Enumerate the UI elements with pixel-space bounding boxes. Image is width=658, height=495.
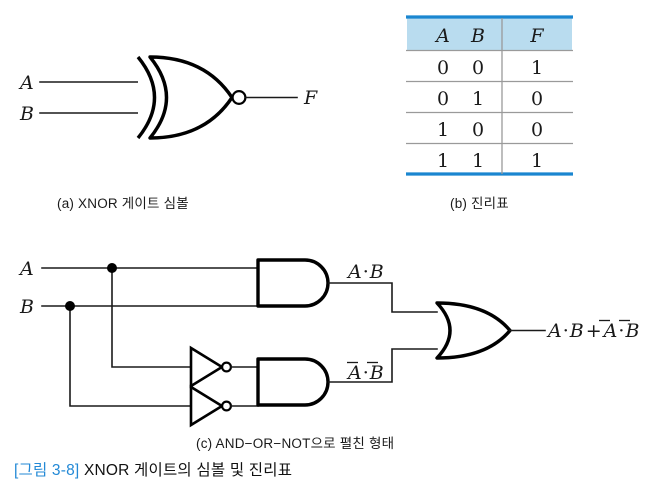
caption-panel-a: (a) XNOR 게이트 심볼 <box>57 196 189 211</box>
junction-dot-b <box>65 301 75 311</box>
table-header-a: A <box>434 25 450 47</box>
figure-caption: [그림 3-8] XNOR 게이트의 심볼 및 진리표 <box>14 458 292 480</box>
xnor-gate-xor-arc <box>136 55 157 140</box>
cell-a: 0 <box>437 88 449 110</box>
table-header-background <box>407 18 572 50</box>
table-header-b: B <box>470 25 485 47</box>
cell-b: 1 <box>472 150 484 172</box>
cell-b: 0 <box>472 57 484 79</box>
not-gate-b-body <box>189 384 225 428</box>
xnor-inversion-bubble-icon <box>231 89 247 105</box>
figure-number: [그림 3-8] <box>14 462 80 479</box>
wire-and-bottom-to-or <box>328 348 438 383</box>
label-input-a: A <box>18 72 34 94</box>
panel-c-expanded-circuit: A B A·B A·B <box>18 258 639 428</box>
label-and-bottom-output: A·B <box>346 361 384 384</box>
xnor-gate-body <box>148 55 234 140</box>
cell-f: 0 <box>531 88 543 110</box>
label-and-top-output: A·B <box>346 261 384 283</box>
and-gate-bottom-body <box>256 357 330 407</box>
label-input-b: B <box>19 103 34 125</box>
table-row: 1 1 1 <box>437 150 543 172</box>
caption-panel-b: (b) 진리표 <box>450 196 509 211</box>
wire-a-branch-to-inverter <box>111 267 191 368</box>
table-header-f: F <box>529 25 544 47</box>
svg-text:A·B+A·B: A·B+A·B <box>546 320 639 342</box>
caption-panel-c: (c) AND−OR−NOT으로 펼친 형태 <box>196 436 395 451</box>
table-row: 0 1 0 <box>437 88 543 110</box>
label-circuit-output: A·B+A·B <box>546 319 639 342</box>
wire-b-branch-to-inverter <box>69 305 191 407</box>
not-gate-a-body <box>189 345 225 389</box>
not-gate-b-bubble-icon <box>221 400 233 412</box>
panel-a-xnor-symbol: A B F <box>18 55 318 140</box>
table-row: 0 0 1 <box>437 57 543 79</box>
cell-f: 0 <box>531 119 543 141</box>
cell-a: 1 <box>437 119 449 141</box>
figure-title: XNOR 게이트의 심볼 및 진리표 <box>83 462 293 479</box>
cell-b: 1 <box>472 88 484 110</box>
and-gate-top-body <box>256 258 330 308</box>
label-output-f: F <box>303 87 318 109</box>
cell-b: 0 <box>472 119 484 141</box>
label-circuit-input-a: A <box>18 258 34 280</box>
or-gate-body <box>435 301 512 360</box>
table-row: 1 0 0 <box>437 119 543 141</box>
not-gate-a-bubble-icon <box>221 361 233 373</box>
junction-dot-a <box>107 263 117 273</box>
cell-a: 1 <box>437 150 449 172</box>
svg-text:A·B: A·B <box>346 362 384 384</box>
cell-f: 1 <box>531 57 543 79</box>
cell-f: 1 <box>531 150 543 172</box>
panel-b-truth-table: A B F 0 0 1 0 1 0 1 0 0 1 <box>406 15 573 176</box>
cell-a: 0 <box>437 57 449 79</box>
label-circuit-input-b: B <box>19 296 34 318</box>
wire-and-top-to-or <box>328 282 438 313</box>
